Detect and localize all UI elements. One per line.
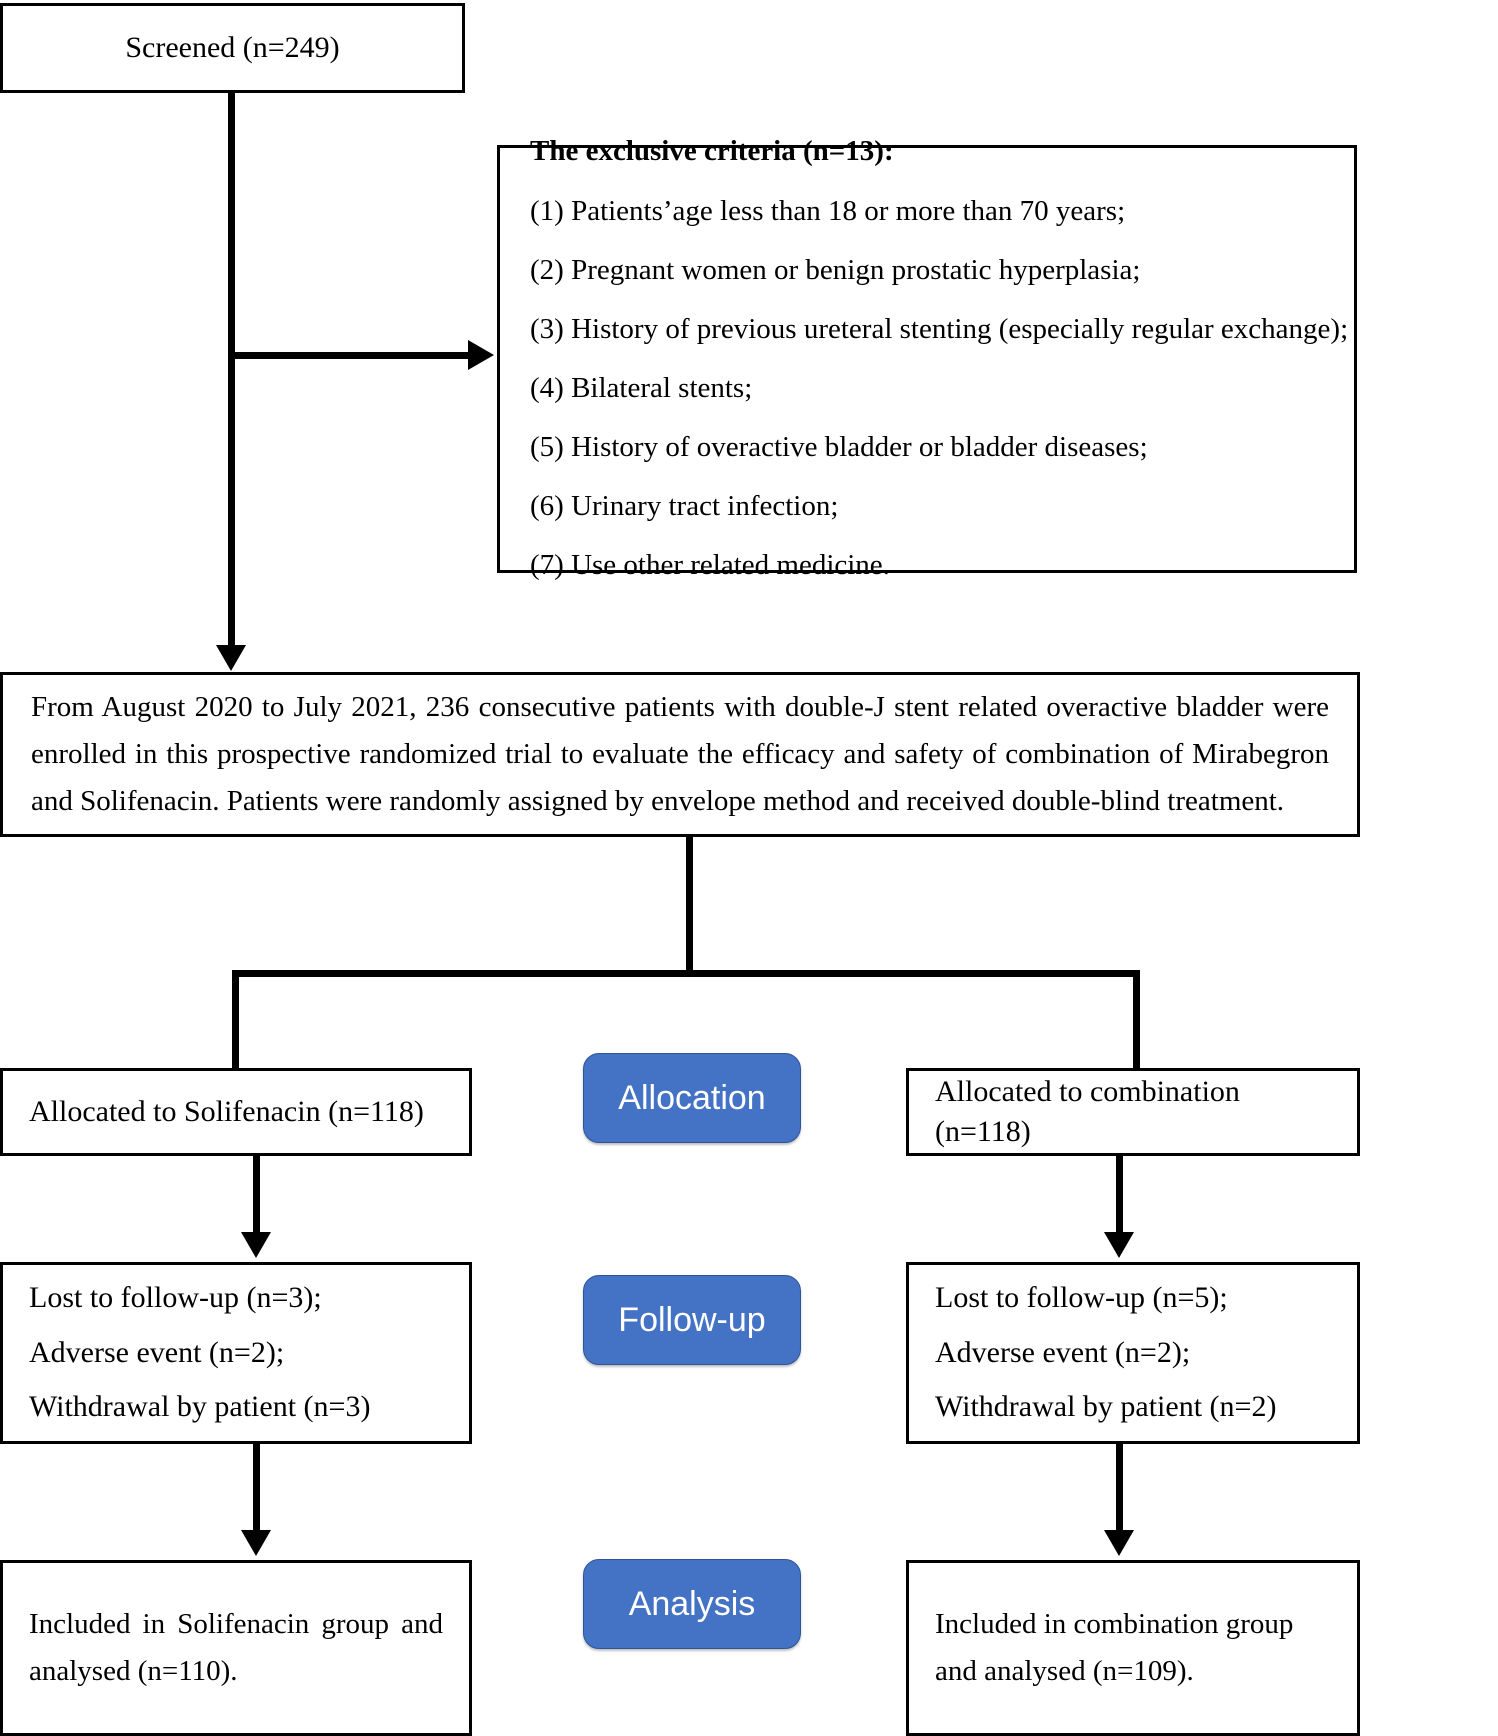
connector-randomization-stem bbox=[686, 837, 693, 977]
left-allocated-label: Allocated to Solifenacin (n=118) bbox=[29, 1094, 424, 1128]
connector-left-alloc-to-followup bbox=[253, 1156, 260, 1236]
arrow-left-alloc-to-followup bbox=[241, 1232, 271, 1258]
stage-allocation-label: Allocation bbox=[618, 1078, 766, 1117]
stage-badge-allocation: Allocation bbox=[583, 1053, 801, 1143]
exclusion-title: The exclusive criteria (n=13): bbox=[530, 135, 894, 168]
left-followup-line-2: Adverse event (n=2); bbox=[29, 1335, 285, 1369]
stage-badge-analysis: Analysis bbox=[583, 1559, 801, 1649]
stage-followup-label: Follow-up bbox=[618, 1300, 766, 1339]
left-allocated-box: Allocated to Solifenacin (n=118) bbox=[0, 1068, 472, 1156]
exclusion-item-4: (4) Bilateral stents; bbox=[530, 372, 753, 404]
connector-screened-vertical bbox=[228, 93, 235, 648]
right-followup-line-3: Withdrawal by patient (n=2) bbox=[935, 1390, 1277, 1424]
connector-right-alloc-to-followup bbox=[1116, 1156, 1123, 1236]
left-followup-line-3: Withdrawal by patient (n=3) bbox=[29, 1390, 371, 1424]
enrollment-box: From August 2020 to July 2021, 236 conse… bbox=[0, 672, 1360, 837]
stage-analysis-label: Analysis bbox=[628, 1584, 756, 1623]
arrow-left-followup-to-analysis bbox=[241, 1530, 271, 1556]
right-followup-box: Lost to follow-up (n=5); Adverse event (… bbox=[906, 1262, 1360, 1444]
connector-left-arm-drop bbox=[232, 970, 239, 1068]
screened-label: Screened (n=249) bbox=[125, 30, 340, 64]
left-analysis-box: Included in Solifenacin group and analys… bbox=[0, 1560, 472, 1736]
right-followup-line-1: Lost to follow-up (n=5); bbox=[935, 1281, 1228, 1315]
arrow-screened-to-enrollment bbox=[216, 645, 246, 671]
right-allocated-label: Allocated to combination (n=118) bbox=[935, 1074, 1240, 1149]
exclusion-item-6: (6) Urinary tract infection; bbox=[530, 490, 839, 523]
connector-right-arm-drop bbox=[1133, 970, 1140, 1068]
connector-randomization-horizontal bbox=[232, 970, 1140, 977]
stage-badge-followup: Follow-up bbox=[583, 1275, 801, 1365]
arrow-right-followup-to-analysis bbox=[1104, 1530, 1134, 1556]
enrollment-text: From August 2020 to July 2021, 236 conse… bbox=[31, 691, 1329, 817]
exclusion-item-3: (3) History of previous ureteral stentin… bbox=[530, 312, 1349, 345]
right-followup-line-2: Adverse event (n=2); bbox=[935, 1335, 1191, 1369]
screened-box: Screened (n=249) bbox=[0, 3, 465, 93]
right-analysis-label: Included in combination group and analys… bbox=[935, 1608, 1294, 1687]
connector-exclusion-horizontal bbox=[228, 352, 470, 359]
left-followup-line-1: Lost to follow-up (n=3); bbox=[29, 1281, 322, 1315]
left-analysis-label: Included in Solifenacin group and analys… bbox=[29, 1608, 443, 1687]
exclusion-item-1: (1) Patients’age less than 18 or more th… bbox=[530, 194, 1126, 227]
left-followup-box: Lost to follow-up (n=3); Adverse event (… bbox=[0, 1262, 472, 1444]
connector-left-followup-to-analysis bbox=[253, 1444, 260, 1534]
right-allocated-box: Allocated to combination (n=118) bbox=[906, 1068, 1360, 1156]
exclusion-item-7: (7) Use other related medicine. bbox=[530, 549, 890, 582]
arrow-to-exclusion bbox=[468, 340, 494, 370]
exclusion-item-5: (5) History of overactive bladder or bla… bbox=[530, 431, 1148, 464]
exclusion-item-2: (2) Pregnant women or benign prostatic h… bbox=[530, 253, 1141, 286]
exclusion-criteria-box: The exclusive criteria (n=13): (1) Patie… bbox=[497, 135, 1357, 581]
connector-right-followup-to-analysis bbox=[1116, 1444, 1123, 1534]
arrow-right-alloc-to-followup bbox=[1104, 1232, 1134, 1258]
right-analysis-box: Included in combination group and analys… bbox=[906, 1560, 1360, 1736]
